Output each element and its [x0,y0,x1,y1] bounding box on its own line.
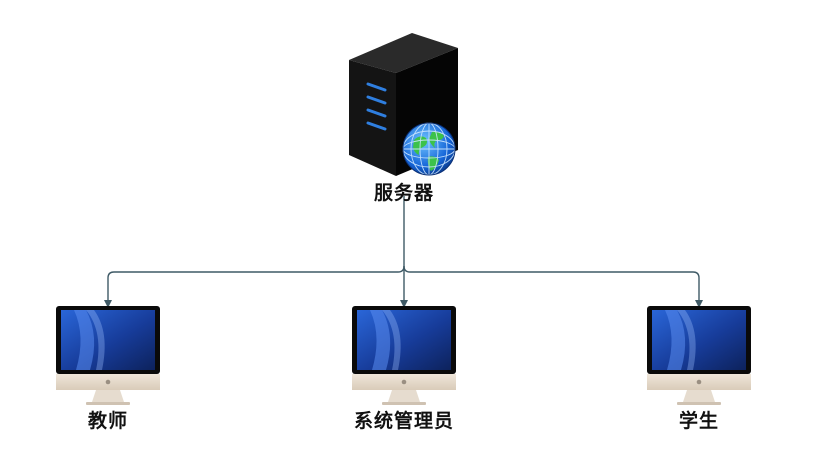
connector-to-student [404,266,699,304]
monitor-icon-student [647,306,751,405]
monitor-icon-admin [352,306,456,405]
client-label-teacher: 教师 [88,406,128,433]
client-label-student: 学生 [679,406,719,433]
connector-to-teacher [108,266,404,304]
monitor-icon-teacher [56,306,160,405]
connectors [108,196,699,304]
client-label-admin: 系统管理员 [354,406,454,433]
server-label: 服务器 [374,178,434,205]
server-globe-icon [349,33,458,176]
